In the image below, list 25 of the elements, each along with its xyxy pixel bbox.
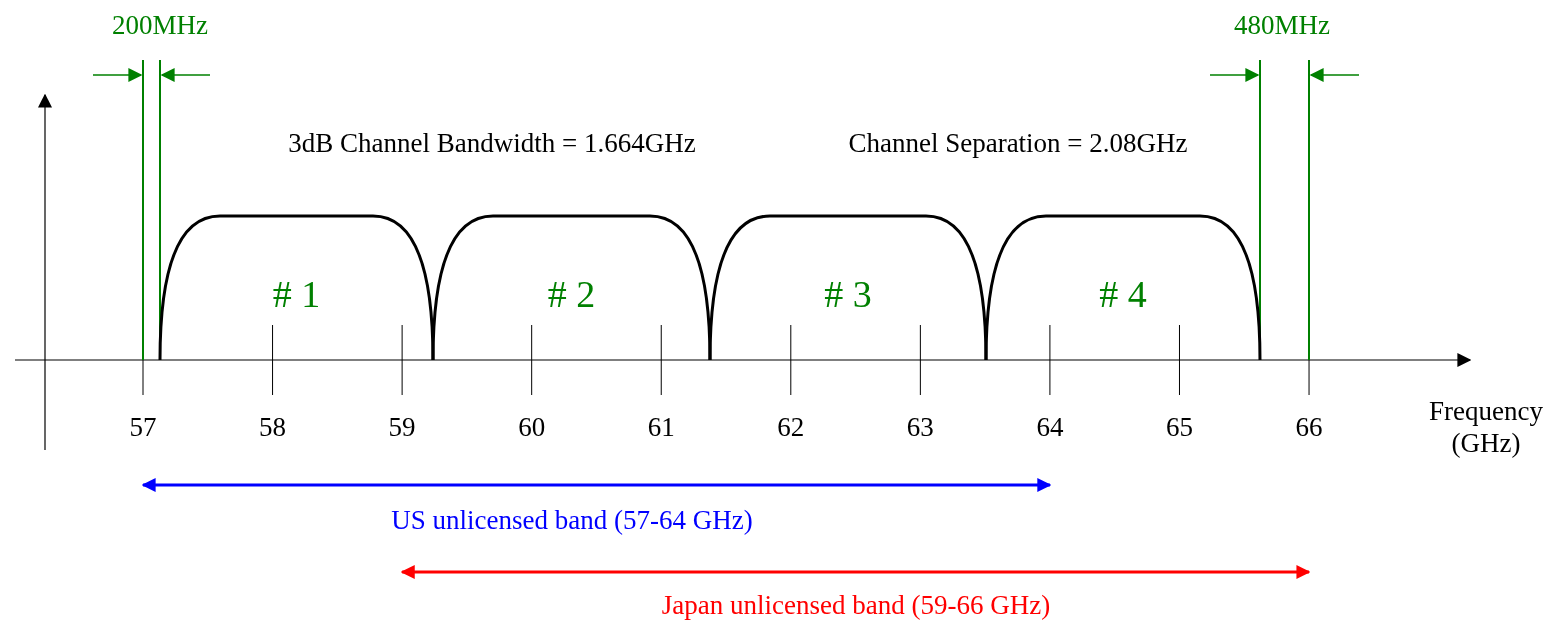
tick-label: 64 [1036, 410, 1064, 444]
tick-label: 65 [1165, 410, 1193, 444]
annotation-text: Channel Separation = 2.08GHz [848, 126, 1188, 160]
channel-number: # 4 [1098, 272, 1148, 316]
annotation-text: 3dB Channel Bandwidth = 1.664GHz [288, 126, 696, 160]
tick-label: 60 [518, 410, 546, 444]
axis-title: Frequency (GHz) [1428, 394, 1544, 460]
band-label: US unlicensed band (57-64 GHz) [391, 503, 753, 537]
band-label: Japan unlicensed band (59-66 GHz) [661, 588, 1051, 622]
channel-number: # 3 [823, 272, 873, 316]
channel-spectrum-curve [160, 214, 433, 360]
channel-number: # 2 [546, 272, 597, 316]
channel-number: # 1 [271, 272, 322, 316]
tick-label: 63 [906, 410, 934, 444]
dimension-label: 480MHz [1234, 8, 1330, 42]
tick-label: 66 [1295, 410, 1323, 444]
tick-label: 62 [777, 410, 805, 444]
tick-label: 57 [129, 410, 157, 444]
tick-label: 59 [388, 410, 416, 444]
channel-spectrum-curve [433, 214, 710, 360]
dimension-label: 200MHz [112, 8, 208, 42]
tick-label: 58 [259, 410, 287, 444]
channel-spectrum-curve [986, 214, 1260, 360]
tick-label: 61 [647, 410, 675, 444]
channel-spectrum-curve [710, 214, 986, 360]
